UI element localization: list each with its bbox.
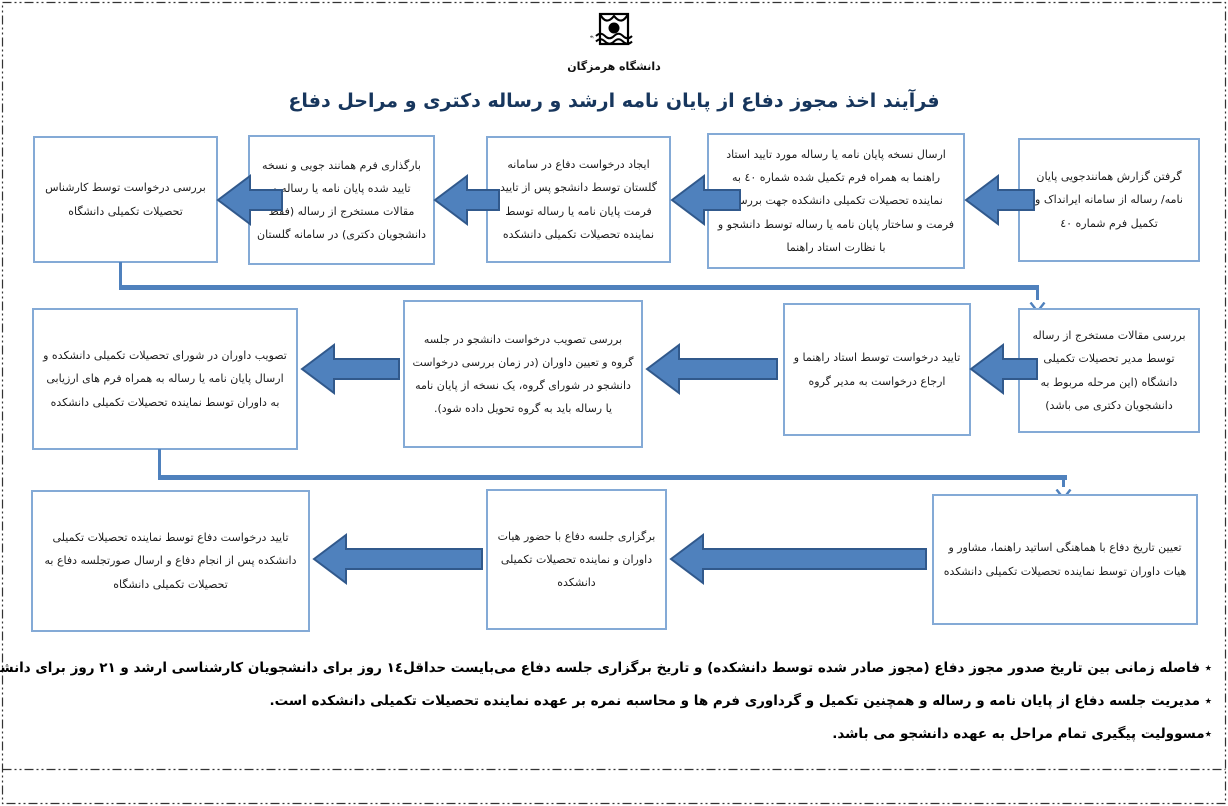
- flow-arrow-left-icon: [964, 173, 1036, 227]
- university-name: دانشگاه هرمزگان: [567, 60, 661, 73]
- flow-arrow-left-icon: [312, 532, 484, 586]
- flow-arrow-left-icon: [969, 342, 1039, 396]
- flow-step-box: برگزاری جلسه دفاع با حضور هیات داوران و …: [486, 489, 667, 630]
- page-title: فرآیند اخذ مجوز دفاع از پایان نامه ارشد …: [288, 90, 940, 112]
- flow-step-box: تعیین تاریخ دفاع با هماهنگی اساتید راهنم…: [932, 494, 1198, 625]
- flow-step-text: تایید درخواست توسط استاد راهنما و ارجاع …: [793, 351, 961, 388]
- flow-step-box: ارسال نسخه پایان نامه یا رساله مورد تایی…: [707, 133, 965, 269]
- flow-step-text: بارگذاری فرم همانند جویی و نسخه تایید شد…: [257, 158, 426, 242]
- flow-step-box: بررسی مقالات مستخرج از رساله توسط مدیر ت…: [1018, 308, 1200, 433]
- flow-step-text: تعیین تاریخ دفاع با هماهنگی اساتید راهنم…: [943, 541, 1187, 578]
- header-logo-block: وزارت علوم، تحقیقات و فناوری دانشگاه هرم…: [0, 2, 1228, 73]
- connector-line: [119, 262, 122, 288]
- flow-arrow-left-icon: [433, 173, 501, 227]
- flow-arrow-left-icon: [669, 532, 928, 586]
- svg-text:وزارت علوم، تحقیقات و فناوری: وزارت علوم، تحقیقات و فناوری: [559, 2, 594, 39]
- flow-step-box: بررسی درخواست توسط کارشناس تحصیلات تکمیل…: [33, 136, 218, 263]
- flow-step-text: بررسی درخواست توسط کارشناس تحصیلات تکمیل…: [45, 181, 206, 218]
- flow-step-text: ارسال نسخه پایان نامه یا رساله مورد تایی…: [717, 148, 955, 254]
- connector-line: [158, 475, 1067, 480]
- footnotes-block: ٭ فاصله زمانی بین تاریخ صدور مجوز دفاع (…: [0, 652, 1212, 751]
- ministry-arc-text: وزارت علوم، تحقیقات و فناوری: [559, 2, 594, 39]
- flow-step-text: گرفتن گزارش همانندجویی پایان نامه/ رساله…: [1035, 170, 1183, 230]
- flow-step-text: تایید درخواست دفاع توسط نماینده تحصیلات …: [44, 531, 297, 591]
- flow-step-box: بررسی تصویب درخواست دانشجو در جلسه گروه …: [403, 300, 643, 448]
- flow-step-box: تایید درخواست توسط استاد راهنما و ارجاع …: [783, 303, 971, 436]
- flow-step-text: بررسی تصویب درخواست دانشجو در جلسه گروه …: [412, 332, 634, 416]
- flow-step-text: برگزاری جلسه دفاع با حضور هیات داوران و …: [497, 529, 656, 590]
- flow-arrow-left-icon: [670, 173, 742, 227]
- flow-step-box: ایجاد درخواست دفاع در سامانه گلستان توسط…: [486, 136, 671, 263]
- flow-step-text: تصویب داوران در شورای تحصیلات تکمیلی دان…: [43, 349, 287, 409]
- flow-step-text: بررسی مقالات مستخرج از رساله توسط مدیر ت…: [1032, 329, 1186, 412]
- flow-step-text: ایجاد درخواست دفاع در سامانه گلستان توسط…: [500, 158, 657, 241]
- flow-step-box: تصویب داوران در شورای تحصیلات تکمیلی دان…: [32, 308, 298, 450]
- flow-arrow-left-icon: [645, 342, 779, 396]
- footnote: ٭ فاصله زمانی بین تاریخ صدور مجوز دفاع (…: [0, 660, 1212, 676]
- footnote: ٭ مدیریت جلسه دفاع از پایان نامه و رساله…: [269, 693, 1212, 709]
- flow-arrow-left-icon: [216, 173, 284, 227]
- flow-arrow-left-icon: [300, 342, 401, 396]
- connector-line: [119, 285, 1039, 290]
- footnote: ٭مسوولیت پیگیری تمام مراحل به عهده دانشج…: [832, 726, 1212, 742]
- ministry-logo-icon: وزارت علوم، تحقیقات و فناوری: [559, 2, 633, 46]
- connector-line: [1062, 479, 1065, 487]
- flow-step-box: تایید درخواست دفاع توسط نماینده تحصیلات …: [31, 490, 310, 632]
- flow-step-box: گرفتن گزارش همانندجویی پایان نامه/ رساله…: [1018, 138, 1200, 262]
- connector-line: [158, 449, 161, 479]
- connector-line: [1036, 289, 1039, 300]
